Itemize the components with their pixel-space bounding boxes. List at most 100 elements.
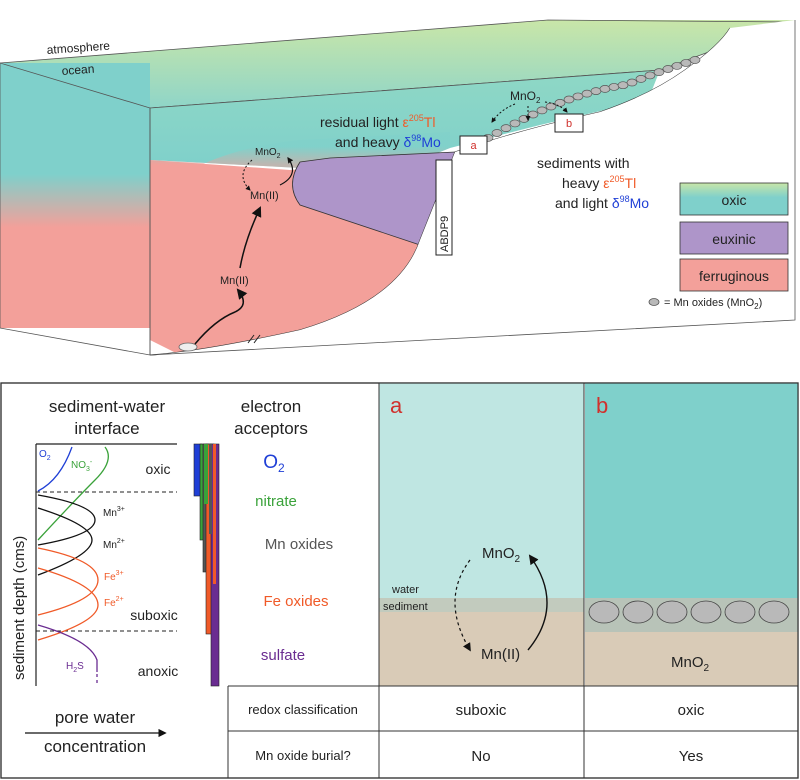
panel-a: a water sediment MnO2 Mn(II)	[378, 383, 584, 686]
x-axis-label-line2: concentration	[44, 737, 146, 756]
mn-oxide-nodule	[536, 106, 548, 115]
fe3-profile	[37, 547, 99, 616]
seafloor-vent	[178, 342, 198, 352]
sediment-isotope-label: sediments with heavy ε205Tl and light δ9…	[537, 155, 649, 211]
mn-oxide-nodule	[653, 68, 665, 76]
no3-species-label: NO3-	[71, 459, 93, 473]
acceptors-title-line1: electron	[241, 397, 301, 416]
mn-oxide-nodule	[509, 119, 521, 128]
summary-table: redox classification suboxic oxic Mn oxi…	[227, 685, 798, 778]
residual-isotope-label: residual light ε205Tl and heavy δ98Mo	[320, 113, 441, 150]
mn-oxide-nodule	[563, 95, 575, 104]
svg-text:and heavy δ98Mo: and heavy δ98Mo	[335, 133, 441, 150]
row-redox-label: redox classification	[248, 702, 358, 717]
mno2-basin-label: MnO2	[255, 147, 281, 160]
panel-b-mn-oxide-nodule	[758, 600, 790, 624]
acceptor-mn-oxides: Mn oxides	[265, 536, 333, 553]
atmosphere-label: atmosphere	[46, 39, 111, 57]
mn2-profile	[37, 507, 93, 576]
panel-b: b MnO2	[583, 383, 798, 778]
mn-oxide-nodule	[500, 124, 512, 132]
site-box-a-label: a	[470, 140, 477, 152]
zone-oxic-label: oxic	[146, 461, 171, 477]
electron-acceptor-bars	[193, 443, 220, 687]
mn-ii-upper-label: Mn(II)	[250, 190, 279, 202]
fe2-species-label: Fe2+	[104, 596, 124, 609]
acceptor-o2: O2	[263, 452, 285, 475]
front-water-column	[0, 63, 150, 328]
mn-oxide-nodule	[635, 75, 647, 83]
mn3-species-label: Mn3+	[103, 506, 125, 519]
mn-oxide-nodule	[527, 110, 539, 119]
acceptors-title-line2: acceptors	[234, 419, 308, 438]
panel-b-mn-oxide-nodule	[724, 600, 756, 624]
site-box-b-label: b	[566, 118, 572, 130]
swi-title-line2: interface	[74, 419, 139, 438]
o2-profile	[37, 446, 73, 492]
legend-ferruginous-label: ferruginous	[699, 268, 769, 284]
abdp9-label: ABDP9	[439, 216, 451, 252]
mn-oxide-nodule	[608, 83, 620, 91]
swi-title-line1: sediment-water	[49, 397, 166, 416]
mn2-species-label: Mn2+	[103, 538, 125, 551]
acceptor-nitrate: nitrate	[255, 493, 297, 510]
legend-euxinic-label: euxinic	[712, 231, 756, 247]
panel-a-mn-ii: Mn(II)	[481, 646, 520, 663]
panel-a-label: a	[390, 393, 403, 418]
o2-species-label: O2	[39, 449, 51, 462]
row-burial-label: Mn oxide burial?	[255, 748, 350, 763]
no3-profile	[37, 446, 109, 541]
zone-suboxic-label: suboxic	[130, 607, 177, 623]
x-axis-label-line1: pore water	[55, 708, 136, 727]
y-axis-label: sediment depth (cms)	[11, 536, 28, 680]
mn-oxide-nodule	[671, 62, 683, 70]
mn-oxide-nodule	[662, 65, 674, 73]
panel-a-mno2: MnO2	[482, 545, 521, 565]
mn-oxide-nodule	[644, 71, 656, 80]
mn-oxide-nodule	[680, 59, 692, 67]
legend-oxic-label: oxic	[722, 192, 747, 208]
panel-b-mno2: MnO2	[671, 654, 710, 674]
legend-euxinic-swatch	[679, 221, 789, 255]
h2s-profile	[37, 624, 98, 672]
mn-oxide-nodule	[572, 92, 584, 101]
ocean-label: ocean	[61, 62, 95, 78]
sediment-label: sediment	[383, 601, 428, 613]
legend-oxic-swatch	[679, 182, 789, 216]
legend-mn-oxide-icon	[648, 298, 660, 306]
panel-b-mn-oxides	[588, 600, 790, 624]
row-redox-a: suboxic	[456, 702, 507, 719]
abdp9-core	[435, 159, 453, 256]
fe3-species-label: Fe3+	[104, 570, 124, 583]
mno2-shelf-label: MnO2	[510, 89, 541, 105]
mn-oxide-nodule	[689, 56, 701, 64]
mn-oxide-nodule	[617, 81, 629, 90]
fe2-profile	[37, 567, 99, 641]
svg-text:and light δ98Mo: and light δ98Mo	[555, 194, 649, 211]
zone-anoxic-label: anoxic	[138, 663, 178, 679]
mn-ii-lower-label: Mn(II)	[220, 275, 249, 287]
panel-b-mn-oxide-nodule	[588, 600, 620, 624]
mn-oxide-nodule	[554, 99, 566, 107]
panel-b-label: b	[596, 393, 608, 418]
acceptor-sulfate: sulfate	[261, 647, 305, 664]
panel-b-mn-oxide-nodule	[622, 600, 654, 624]
site-box-b[interactable]	[554, 113, 584, 133]
legend: oxic euxinic ferruginous = Mn oxides (Mn…	[648, 182, 789, 311]
h2s-species-label: H2S	[66, 661, 84, 674]
mn-oxide-nodule	[491, 129, 503, 137]
svg-text:heavy ε205Tl: heavy ε205Tl	[562, 174, 636, 191]
legend-mn-oxide-label: = Mn oxides (MnO2)	[664, 297, 762, 311]
row-burial-b: Yes	[679, 748, 703, 765]
row-burial-a: No	[471, 748, 490, 765]
legend-ferruginous-swatch	[679, 258, 789, 292]
panel-b-mn-oxide-nodule	[656, 600, 688, 624]
water-label: water	[391, 584, 419, 596]
porewater-profile: sediment-water interface electron accept…	[11, 397, 308, 756]
mn-oxide-nodule	[626, 78, 638, 87]
svg-text:sediments with: sediments with	[537, 155, 630, 171]
svg-text:residual light ε205Tl: residual light ε205Tl	[320, 113, 435, 130]
site-box-a[interactable]	[459, 135, 488, 155]
mn-oxide-nodule	[581, 89, 593, 98]
